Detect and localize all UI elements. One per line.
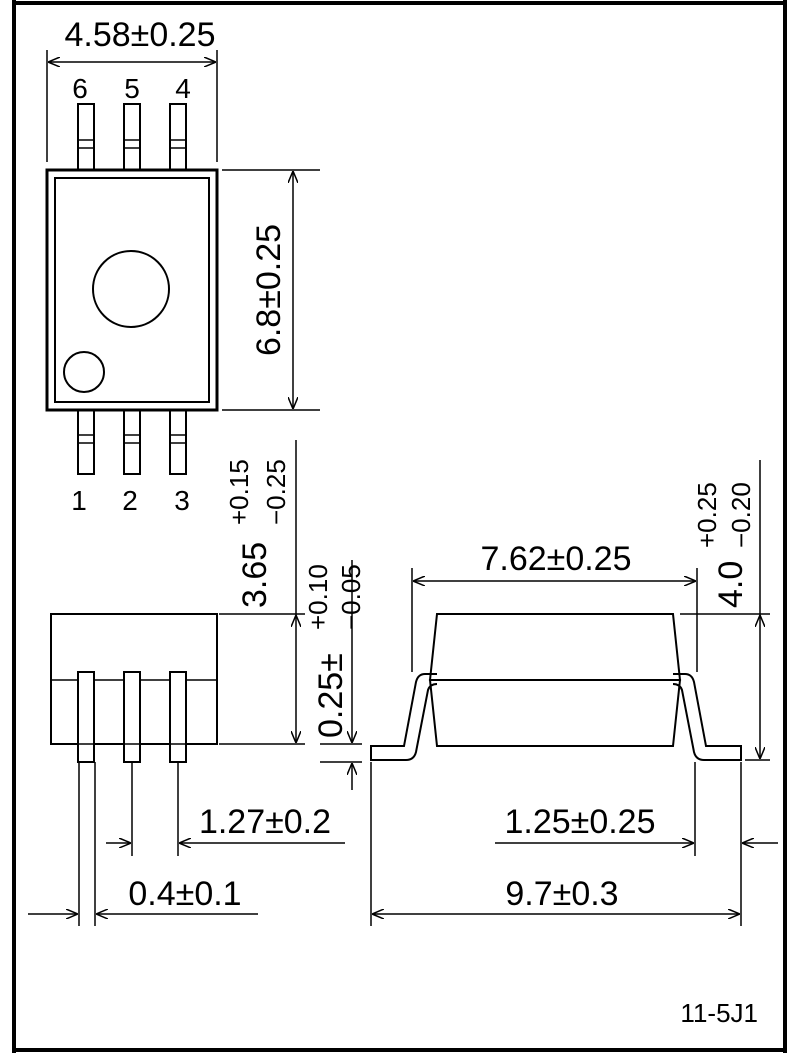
dim-body-height: 3.65 +0.15 −0.25	[224, 459, 291, 608]
top-body-outer	[45, 168, 219, 412]
top-view: 6 5 4 1 2 3 4.58±0.25 6.8±0.25	[45, 16, 320, 516]
pin-label-4: 4	[175, 73, 191, 104]
dim-top-length: 6.8±0.25	[222, 169, 320, 411]
top-leads	[77, 103, 187, 171]
dim-pitch-text: 1.27±0.2	[199, 803, 331, 841]
bottom-leads	[77, 409, 187, 475]
dim-overall-width: 9.7±0.3	[370, 762, 739, 926]
dim-row-spacing-text: 7.62±0.25	[480, 540, 631, 578]
end-view: 7.62±0.25 4.0 +0.25 −0.20 1.25±0.25 9.7±…	[370, 460, 778, 926]
dim-overall-height-text: 4.0	[712, 561, 750, 608]
dim-body-height-text: 3.65	[236, 542, 274, 608]
dim-lead-length: 1.25±0.25	[495, 762, 778, 926]
pin-label-6: 6	[72, 73, 88, 104]
dim-standoff-tol-minus: −0.05	[336, 564, 366, 630]
dim-row-spacing: 7.62±0.25	[411, 540, 698, 672]
dim-top-width: 4.58±0.25	[46, 16, 218, 162]
marking-circle-large	[92, 250, 170, 328]
dim-body-height-tol-plus: +0.15	[224, 459, 254, 525]
dim-standoff: 0.25± +0.10 −0.05	[303, 560, 366, 790]
dim-standoff-text: 0.25±	[312, 653, 350, 738]
left-lead	[370, 673, 438, 761]
pin-label-3: 3	[174, 485, 190, 516]
side-leads	[77, 671, 187, 763]
dim-top-length-text: 6.8±0.25	[250, 224, 288, 356]
side-view: 3.65 +0.15 −0.25 0.25± +0.10 −0.05 1.27±…	[28, 440, 366, 926]
dim-overall-height-tol-plus: +0.25	[692, 482, 722, 548]
dim-lead-width-text: 0.4±0.1	[128, 875, 241, 913]
drawing-frame	[12, 0, 787, 1053]
top-body-inner	[54, 177, 210, 403]
dim-overall-height: 4.0 +0.25 −0.20	[680, 460, 770, 761]
dim-overall-height-tol-minus: −0.20	[726, 482, 756, 548]
dim-overall-width-text: 9.7±0.3	[505, 875, 618, 913]
dim-body-height-tol-minus: −0.25	[261, 459, 291, 525]
dim-top-width-text: 4.58±0.25	[64, 16, 215, 54]
dim-lead-width: 0.4±0.1	[28, 762, 258, 926]
pin1-index-circle	[63, 351, 105, 393]
pin-label-5: 5	[124, 73, 140, 104]
end-body-top	[428, 613, 682, 681]
end-body-bottom	[428, 679, 682, 747]
right-lead	[672, 673, 742, 761]
dim-pitch: 1.27±0.2	[106, 762, 345, 856]
dim-standoff-tol-plus: +0.10	[303, 564, 333, 630]
dim-lead-length-text: 1.25±0.25	[504, 803, 655, 841]
pin-label-1: 1	[71, 485, 87, 516]
reference-code: 11-5J1	[680, 998, 758, 1028]
pin-label-2: 2	[122, 485, 138, 516]
